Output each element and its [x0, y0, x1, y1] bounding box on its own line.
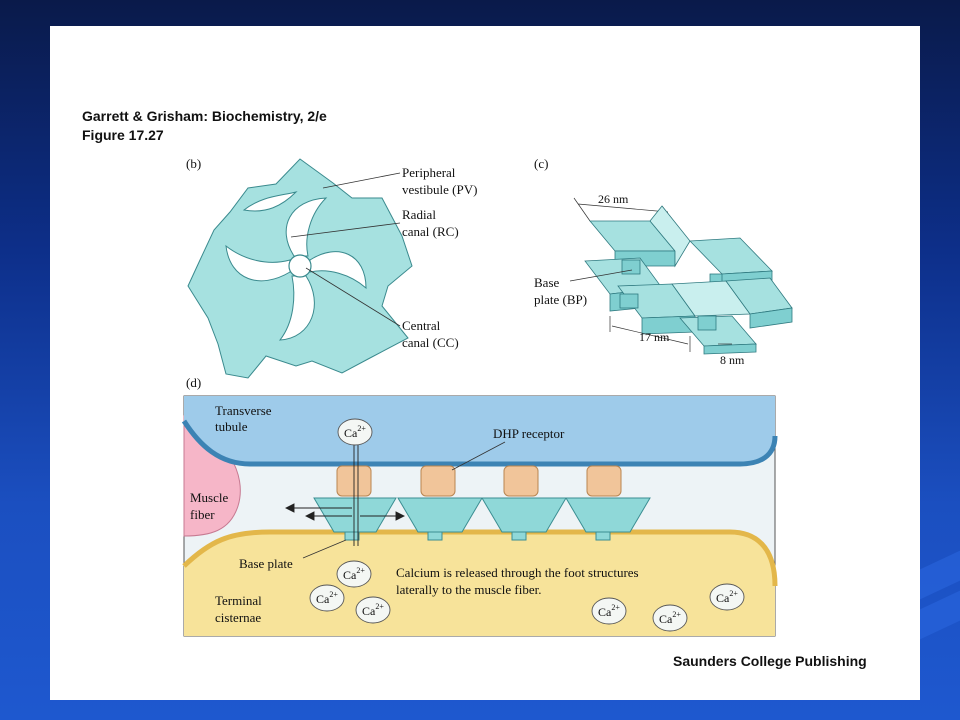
leader-line-bp: [569, 269, 633, 282]
arrow-head: [284, 503, 295, 513]
label-terminal-2: cisternae: [215, 610, 261, 625]
base-plate-cube: [697, 315, 717, 331]
dim-26-label: 26 nm: [598, 192, 629, 206]
label-base-plate: Base plate: [239, 556, 293, 571]
calcium-ions: Ca2+Ca2+Ca2+Ca2+Ca2+Ca2+Ca2+: [309, 418, 745, 632]
foot-structure: [481, 497, 567, 533]
base-plate-cube: [621, 259, 641, 275]
label-peripheral-2: vestibule (PV): [402, 182, 477, 197]
calcium-ion-bubble: [336, 560, 372, 588]
panel-d: (d): [181, 375, 778, 637]
cisternae-membrane: [182, 529, 778, 587]
calcium-ion: Ca2+: [337, 418, 373, 446]
dhp-receptor: [586, 465, 622, 497]
transverse-tubule-membrane: [181, 419, 778, 467]
book-title: Garrett & Grisham: Biochemistry, 2/e: [82, 108, 327, 124]
leader-line-base-plate: [302, 539, 347, 559]
dim-line-17: [611, 325, 689, 345]
label-terminal-1: Terminal: [215, 593, 262, 608]
dhp-receptors: [336, 465, 622, 497]
radial-canal-2: [309, 251, 367, 290]
calcium-note-1: Calcium is released through the foot str…: [396, 565, 639, 580]
dim-8-label: 8 nm: [720, 353, 745, 367]
panel-c-label: (c): [534, 156, 548, 171]
foot-structure: [397, 497, 483, 533]
calcium-ion: Ca2+: [709, 583, 745, 611]
panel-d-label: (d): [186, 375, 201, 390]
label-central-1: Central: [402, 318, 441, 333]
leader-line-pv: [322, 172, 401, 189]
slide: Garrett & Grisham: Biochemistry, 2/e Fig…: [50, 26, 920, 700]
foot-structure: [313, 497, 397, 533]
dim-line: [573, 197, 591, 222]
label-central-2: canal (CC): [402, 335, 459, 350]
dim-line-26: [577, 203, 669, 213]
calcium-ion-bubble: [652, 604, 688, 632]
peripheral-vestibule: [242, 191, 298, 212]
label-radial-1: Radial: [402, 207, 436, 222]
lattice-block: [689, 237, 773, 275]
radial-canal-1: [285, 197, 328, 257]
calcium-ion-bubble: [709, 583, 745, 611]
calcium-ion: Ca2+: [309, 584, 345, 612]
label-dhp: DHP receptor: [493, 426, 565, 441]
arrow-head: [395, 511, 406, 521]
transverse-tubule: [184, 396, 775, 464]
foot-structures: [313, 497, 651, 541]
leader-line-rc: [290, 222, 401, 238]
foot-lattice: [584, 205, 793, 355]
arrow-head: [304, 511, 315, 521]
panel-b: (b) Peripheral vestibule (PV) Radial can…: [186, 156, 477, 379]
dim-17-label: 17 nm: [639, 330, 670, 344]
base-plate: [427, 531, 443, 541]
label-muscle-2: fiber: [190, 507, 215, 522]
calcium-ion-bubble: [337, 418, 373, 446]
base-plate: [595, 531, 611, 541]
label-transverse-2: tubule: [215, 419, 248, 434]
foot-structure: [565, 497, 651, 533]
label-transverse-1: Transverse: [215, 403, 272, 418]
figure-diagram: (b) Peripheral vestibule (PV) Radial can…: [181, 156, 793, 637]
base-plate-cube: [619, 293, 639, 309]
lattice-block: [703, 343, 757, 355]
panel-b-label: (b): [186, 156, 201, 171]
figure-number: Figure 17.27: [82, 127, 164, 143]
base-plate: [511, 531, 527, 541]
leader-line-dhp: [451, 441, 506, 471]
lattice-block: [749, 307, 793, 329]
lattice-block: [679, 315, 757, 347]
calcium-ion-bubble: [309, 584, 345, 612]
calcium-ion: Ca2+: [591, 597, 627, 625]
label-base-2: plate (BP): [534, 292, 587, 307]
label-radial-2: canal (RC): [402, 224, 459, 239]
publisher-credit: Saunders College Publishing: [673, 653, 867, 669]
label-base-1: Base: [534, 275, 560, 290]
panel-c: (c) 26 nm: [534, 156, 793, 367]
foot-structure-cross-section: [187, 158, 413, 379]
label-peripheral-1: Peripheral: [402, 165, 456, 180]
radial-canal-3: [278, 275, 315, 341]
leader-line-cc: [305, 267, 401, 327]
calcium-note-2: laterally to the muscle fiber.: [396, 582, 541, 597]
radial-canal-4: [225, 244, 291, 282]
lattice-block: [649, 205, 691, 268]
calcium-ion: Ca2+: [336, 560, 372, 588]
central-canal: [288, 254, 312, 278]
calcium-ion-bubble: [355, 596, 391, 624]
dhp-receptor: [420, 465, 456, 497]
base-plate: [344, 531, 360, 541]
background-stripe: [920, 590, 960, 640]
calcium-ion-bubble: [591, 597, 627, 625]
dhp-receptor: [503, 465, 539, 497]
label-muscle-1: Muscle: [190, 490, 229, 505]
calcium-release-arrows: [284, 440, 406, 546]
calcium-ion: Ca2+: [355, 596, 391, 624]
calcium-ion: Ca2+: [652, 604, 688, 632]
